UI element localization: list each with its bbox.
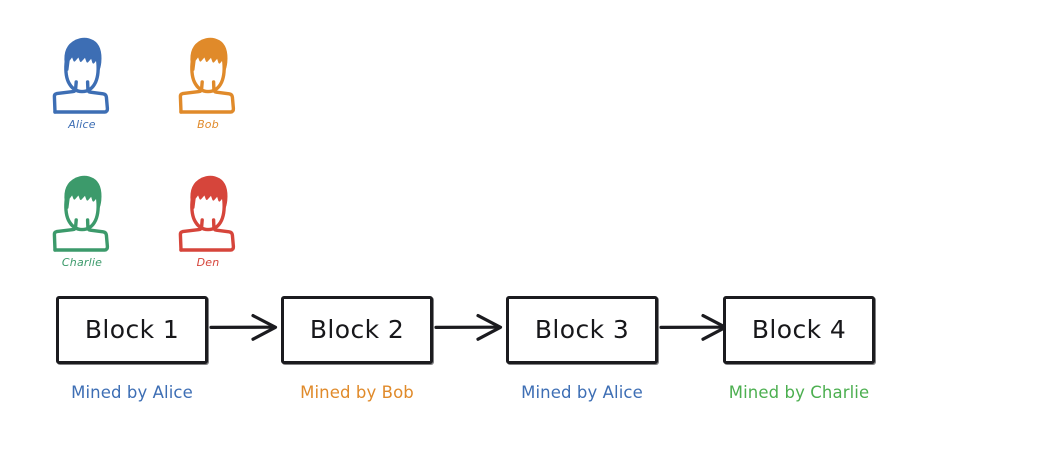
arrow-right-icon xyxy=(434,314,503,341)
block-node-1[interactable]: Block 1 Mined by Alice xyxy=(56,296,208,403)
arrow-right-icon xyxy=(659,314,728,341)
block-label: Block 3 xyxy=(534,315,630,344)
block-node-2[interactable]: Block 2 Mined by Bob xyxy=(281,296,433,403)
block-label: Block 4 xyxy=(751,315,847,344)
miner-label: Mined by Alice xyxy=(521,383,643,402)
block-box[interactable]: Block 4 xyxy=(723,296,875,364)
participant-name-label: Alice xyxy=(68,118,96,131)
participant-bob[interactable]: Bob xyxy=(163,34,253,131)
participant-charlie[interactable]: Charlie xyxy=(37,172,127,269)
miner-label: Mined by Charlie xyxy=(728,383,870,402)
participant-den[interactable]: Den xyxy=(163,172,253,269)
blockchain-chain: Block 1 Mined by Alice Block 2 Mined by … xyxy=(0,296,1046,426)
block-node-4[interactable]: Block 4 Mined by Charlie xyxy=(723,296,875,403)
block-box[interactable]: Block 3 xyxy=(506,296,658,364)
miner-label: Mined by Bob xyxy=(300,383,414,402)
person-avatar-icon xyxy=(52,175,110,252)
block-label: Block 1 xyxy=(84,315,180,344)
participant-alice[interactable]: Alice xyxy=(37,34,127,131)
person-avatar-icon xyxy=(52,37,110,114)
participant-name-label: Charlie xyxy=(61,256,103,269)
block-node-3[interactable]: Block 3 Mined by Alice xyxy=(506,296,658,403)
person-avatar-icon xyxy=(178,175,236,252)
arrow-right-icon xyxy=(209,314,278,341)
participant-name-label: Den xyxy=(196,256,220,269)
block-label: Block 2 xyxy=(309,315,405,344)
block-box[interactable]: Block 1 xyxy=(56,296,208,364)
miner-label: Mined by Alice xyxy=(71,383,193,402)
participant-name-label: Bob xyxy=(197,118,219,131)
person-avatar-icon xyxy=(178,37,236,114)
block-box[interactable]: Block 2 xyxy=(281,296,433,364)
